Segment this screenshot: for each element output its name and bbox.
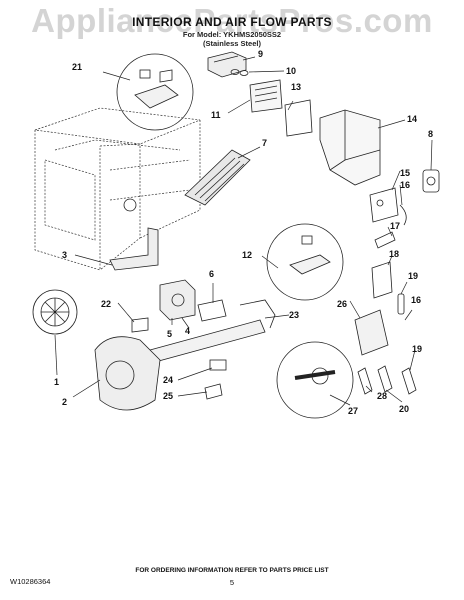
callout-label: 28 xyxy=(377,391,388,401)
callout-label: 10 xyxy=(286,66,297,76)
part-15 xyxy=(369,187,399,223)
callout-label: 14 xyxy=(407,114,418,124)
callout-label: 21 xyxy=(72,62,83,72)
callout-label: 16 xyxy=(400,180,411,190)
callout-label: 19 xyxy=(412,344,423,354)
part-16 xyxy=(399,204,407,226)
callout-label: 26 xyxy=(337,299,348,309)
callout-label: 13 xyxy=(291,82,302,92)
part-9 xyxy=(207,51,247,78)
callout-label: 5 xyxy=(167,329,173,339)
callout-label: 22 xyxy=(101,299,112,309)
part-25 xyxy=(209,359,227,371)
callout-label: 9 xyxy=(258,49,264,59)
page-title: INTERIOR AND AIR FLOW PARTS xyxy=(132,15,332,29)
part-2 xyxy=(94,336,161,411)
callout-label: 15 xyxy=(400,168,411,178)
part-10 xyxy=(230,69,249,76)
callout-label: 4 xyxy=(185,326,191,336)
callout-label: 19 xyxy=(408,271,419,281)
part-27 xyxy=(354,309,389,356)
part-11 xyxy=(249,79,283,113)
part-29 xyxy=(357,367,373,395)
page-number: 5 xyxy=(229,578,235,587)
document-number: W10286364 xyxy=(10,577,51,586)
model-subtitle: For Model: YKHMS2050SS2 xyxy=(182,30,282,39)
part-4 xyxy=(159,279,196,321)
part-1 xyxy=(32,289,78,335)
callout-label: 8 xyxy=(428,129,434,139)
callout-label: 20 xyxy=(399,404,410,414)
part-20 xyxy=(401,367,417,395)
part-23 xyxy=(131,317,149,333)
callout-label: 27 xyxy=(348,406,359,416)
part-13 xyxy=(284,99,313,137)
part-21 xyxy=(377,365,393,393)
callout-label: 2 xyxy=(62,397,68,407)
part-26 xyxy=(204,383,223,400)
callout-label: 7 xyxy=(262,138,268,148)
callout-label: 6 xyxy=(209,269,215,279)
ordering-note: FOR ORDERING INFORMATION REFER TO PARTS … xyxy=(135,567,329,574)
callout-label: 18 xyxy=(389,249,400,259)
finish-subtitle: (Stainless Steel) xyxy=(203,39,261,48)
part-22-inset xyxy=(116,53,194,131)
part-17 xyxy=(374,231,396,249)
callout-label: 12 xyxy=(242,250,253,260)
leader-lines xyxy=(54,56,433,406)
callout-label: 3 xyxy=(62,250,68,260)
part-8 xyxy=(422,169,440,193)
watermark: AppliancePartsPros.com xyxy=(31,2,433,39)
callout-label: 1 xyxy=(54,377,60,387)
oven-cavity-frame xyxy=(34,107,201,271)
part-3 xyxy=(109,227,159,271)
callout-label: 23 xyxy=(289,310,300,320)
callout-label: 16 xyxy=(411,295,422,305)
callout-label: 25 xyxy=(163,391,174,401)
callout-label: 17 xyxy=(390,221,401,231)
part-18 xyxy=(371,261,393,299)
part-6 xyxy=(197,299,227,322)
part-28-inset xyxy=(276,341,354,419)
part-14 xyxy=(319,109,381,186)
part-19 xyxy=(397,293,405,315)
callout-label: 24 xyxy=(163,375,174,385)
part-12-inset xyxy=(266,223,344,301)
callout-label: 11 xyxy=(211,110,221,120)
cavity-hole xyxy=(123,198,137,212)
part-7 xyxy=(184,149,251,206)
